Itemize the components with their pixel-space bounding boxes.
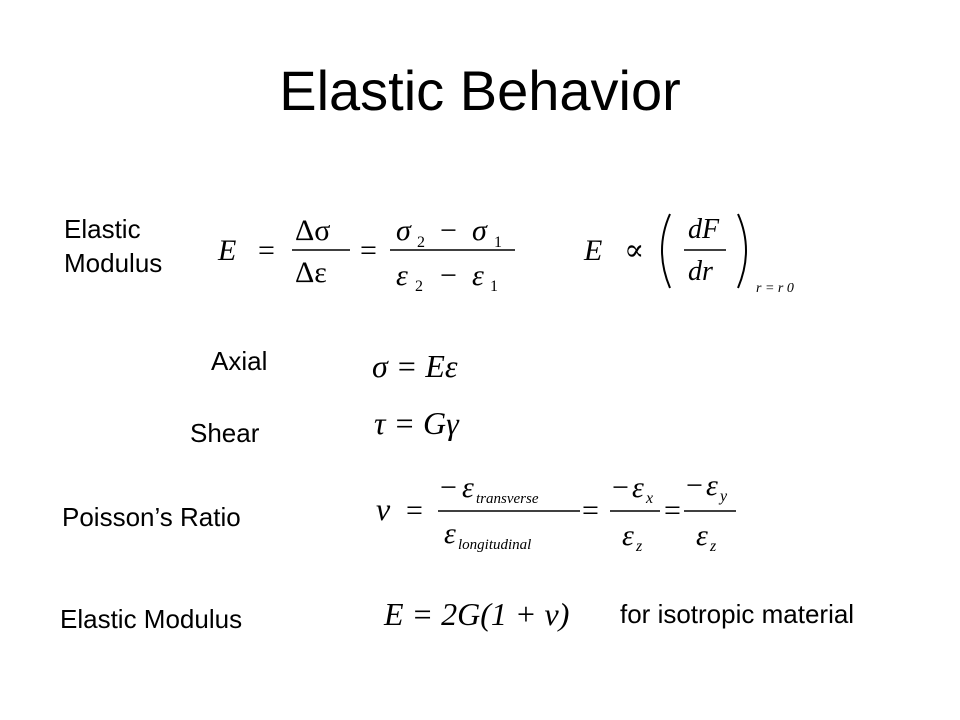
eq-evaluation-condition: r = r 0 bbox=[756, 281, 794, 296]
eq-sub-x: x bbox=[645, 490, 653, 507]
eq-sub-y: y bbox=[718, 488, 728, 505]
equation-elastic-modulus-definition: E = Δσ Δε = σ 2 − σ 1 ε 2 − ε 1 bbox=[210, 205, 530, 303]
eq-prop-symbol: ∝ bbox=[624, 234, 644, 267]
eq-poisson-equals-1: = bbox=[406, 494, 423, 527]
eq-right-paren bbox=[737, 213, 747, 289]
equation-axial: σ = Eε bbox=[372, 348, 458, 384]
eq-sub-transverse: transverse bbox=[476, 491, 539, 507]
eq-poisson-equals-2: = bbox=[582, 494, 599, 527]
eq-eps-longitudinal: ε bbox=[444, 517, 456, 550]
eq-sub-z-2: z bbox=[709, 538, 717, 555]
eq-minus-bottom: − bbox=[440, 259, 457, 292]
eq-E: E bbox=[217, 234, 236, 267]
eq-eps-sub-1: 1 bbox=[490, 278, 498, 295]
eq-eps-x: ε bbox=[632, 471, 644, 504]
eq-poisson-minus-3: − bbox=[686, 469, 703, 502]
equation-poissons-ratio-svg: ν = − ε transverse ε longitudinal = − ε … bbox=[376, 469, 736, 555]
eq-eps-z-1: ε bbox=[622, 519, 634, 552]
label-axial: Axial bbox=[211, 346, 268, 376]
eq-eps-z-2: ε bbox=[696, 519, 708, 552]
eq-eps-1: ε bbox=[472, 259, 484, 292]
label-elastic-modulus: Elastic Modulus bbox=[64, 212, 162, 280]
equation-elastic-modulus-proportional: E ∝ dF dr r = r 0 bbox=[578, 200, 828, 308]
equation-elastic-modulus-proportional-svg: E ∝ dF dr r = r 0 bbox=[583, 213, 794, 296]
equation-shear: τ = Gγ bbox=[374, 405, 459, 441]
eq-sigma-2: σ bbox=[396, 214, 412, 247]
note-isotropic-material: for isotropic material bbox=[620, 599, 855, 629]
eq-sub-longitudinal: longitudinal bbox=[458, 537, 531, 553]
label-elastic-modulus-line1: Elastic bbox=[64, 214, 141, 244]
eq-eps-transverse: ε bbox=[462, 471, 474, 504]
eq-minus-top: − bbox=[440, 214, 457, 247]
slide-title: Elastic Behavior bbox=[279, 59, 681, 122]
eq-sub-z-1: z bbox=[635, 538, 643, 555]
eq-left-paren bbox=[661, 213, 671, 289]
eq-eps-y: ε bbox=[706, 469, 718, 502]
equation-poissons-ratio: ν = − ε transverse ε longitudinal = − ε … bbox=[370, 465, 750, 573]
eq-poisson-minus-2: − bbox=[612, 471, 629, 504]
eq-dr: dr bbox=[688, 256, 713, 287]
eq-sigma-sub-1: 1 bbox=[494, 234, 502, 251]
equation-isotropic: E = 2G(1 + ν) bbox=[384, 596, 570, 632]
eq-nu: ν bbox=[376, 491, 391, 527]
eq-poisson-minus-1: − bbox=[440, 471, 457, 504]
label-elastic-modulus-isotropic: Elastic Modulus bbox=[60, 604, 243, 634]
label-elastic-modulus-line2: Modulus bbox=[64, 248, 163, 278]
eq-delta-sigma: Δσ bbox=[295, 214, 330, 247]
eq-equals-2: = bbox=[360, 234, 377, 267]
eq-prop-E: E bbox=[583, 234, 602, 267]
eq-dF: dF bbox=[688, 214, 720, 245]
eq-poisson-equals-3: = bbox=[664, 494, 681, 527]
eq-equals-1: = bbox=[258, 234, 275, 267]
eq-sigma-1: σ bbox=[472, 214, 488, 247]
equation-elastic-modulus-definition-svg: E = Δσ Δε = σ 2 − σ 1 ε 2 − ε 1 bbox=[217, 214, 515, 295]
label-shear: Shear bbox=[190, 418, 260, 448]
eq-eps-sub-2: 2 bbox=[415, 278, 423, 295]
eq-sigma-sub-2: 2 bbox=[417, 234, 425, 251]
eq-delta-eps: Δε bbox=[295, 256, 327, 289]
eq-eps-2: ε bbox=[396, 259, 408, 292]
label-poissons-ratio: Poisson’s Ratio bbox=[62, 502, 241, 532]
